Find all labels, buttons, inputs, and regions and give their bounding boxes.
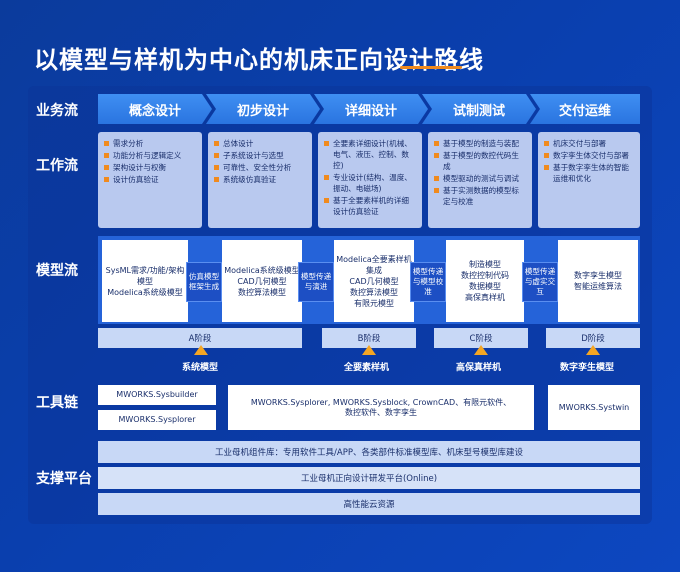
- transition-1: 仿真模型框架生成: [186, 262, 222, 302]
- tool-systwin: MWORKS.Systwin: [548, 385, 640, 430]
- work-box-delivery: 机床交付与部署 数字孪生体交付与部署 基于数字孪生体的智能运维和优化: [538, 132, 640, 228]
- model-box-concept: SysML需求/功能/架构模型 Modelica系统级模型: [102, 240, 188, 322]
- work-item: 基于模型的数控代码生成: [434, 150, 526, 172]
- work-item: 基于全要素样机的详细设计仿真验证: [324, 195, 416, 217]
- tool-sysplorer: MWORKS.Sysplorer: [98, 410, 216, 430]
- work-item: 全要素详细设计(机械、电气、液压、控制、数控): [324, 138, 416, 171]
- work-item: 可靠性、安全性分析: [214, 162, 306, 173]
- stage-preliminary: 初步设计: [206, 94, 320, 124]
- work-box-concept: 需求分析 功能分析与逻辑定义 架构设计与权衡 设计仿真验证: [98, 132, 202, 228]
- model-item: Modelica全要素样机集成: [336, 254, 412, 275]
- model-item: 数据模型: [469, 282, 501, 291]
- work-item: 设计仿真验证: [104, 174, 196, 185]
- model-item: 数控控制代码: [461, 271, 509, 280]
- stage-bar-c: C阶段: [434, 328, 528, 348]
- row-label-work: 工作流: [36, 158, 78, 174]
- support-cloud-resources: 高性能云资源: [98, 493, 640, 515]
- model-box-preliminary: Modelica系统级模型 CAD几何模型 数控算法模型: [222, 240, 302, 322]
- milestone-system-model: 系统模型: [182, 363, 219, 373]
- model-item: 数控算法模型: [350, 287, 398, 297]
- stage-delivery: 交付运维: [530, 94, 640, 124]
- model-item: CAD几何模型: [349, 276, 399, 286]
- work-item: 子系统设计与选型: [214, 150, 306, 161]
- row-label-model: 模型流: [36, 263, 78, 279]
- row-label-support: 支撑平台: [36, 471, 92, 487]
- model-item: CAD几何模型: [237, 276, 287, 286]
- model-box-trial: 制造模型 数控控制代码 数据模型 高保真样机: [446, 240, 524, 322]
- work-item: 架构设计与权衡: [104, 162, 196, 173]
- transition-4: 模型传递与虚实交互: [522, 262, 558, 302]
- support-component-library: 工业母机组件库：专用软件工具/APP、各类部件标准模型库、机床型号模型库建设: [98, 441, 640, 463]
- milestone-triangle-icon: [474, 345, 488, 355]
- stage-bar-b: B阶段: [322, 328, 416, 348]
- page-title: 以模型与样机为中心的机床正向设计路线: [34, 46, 484, 74]
- work-box-detailed: 全要素详细设计(机械、电气、液压、控制、数控) 专业设计(结构、温度、振动、电磁…: [318, 132, 422, 228]
- work-item: 专业设计(结构、温度、振动、电磁场): [324, 172, 416, 194]
- milestone-triangle-icon: [362, 345, 376, 355]
- row-label-business: 业务流: [36, 103, 78, 119]
- stage-bar-d: D阶段: [546, 328, 640, 348]
- milestone-triangle-icon: [586, 345, 600, 355]
- transition-2: 模型传递与演进: [298, 262, 334, 302]
- stage-trial: 试制测试: [422, 94, 536, 124]
- work-item: 基于数字孪生体的智能运维和优化: [544, 162, 634, 184]
- work-box-preliminary: 总体设计 子系统设计与选型 可靠性、安全性分析 系统级仿真验证: [208, 132, 312, 228]
- work-box-trial: 基于模型的制造与装配 基于模型的数控代码生成 模型驱动的测试与调试 基于实测数据…: [428, 132, 532, 228]
- work-item: 系统级仿真验证: [214, 174, 306, 185]
- stage-detailed: 详细设计: [314, 94, 428, 124]
- support-rnd-platform: 工业母机正向设计研发平台(Online): [98, 467, 640, 489]
- work-item: 需求分析: [104, 138, 196, 149]
- work-item: 数字孪生体交付与部署: [544, 150, 634, 161]
- model-item: 有限元模型: [354, 298, 394, 308]
- model-item: Modelica系统级模型: [224, 265, 300, 275]
- model-item: 数字孪生模型: [574, 271, 622, 280]
- tool-sysbuilder: MWORKS.Sysbuilder: [98, 385, 216, 405]
- stage-concept: 概念设计: [98, 94, 212, 124]
- stage-bar-a: A阶段: [98, 328, 302, 348]
- model-item: SysML需求/功能/架构模型: [105, 265, 185, 286]
- work-item: 功能分析与逻辑定义: [104, 150, 196, 161]
- model-item: 高保真样机: [465, 293, 505, 302]
- work-item: 基于实测数据的模型标定与校准: [434, 185, 526, 207]
- model-item: 制造模型: [469, 260, 501, 269]
- milestone-full-prototype: 全要素样机: [344, 363, 390, 373]
- model-box-detailed: Modelica全要素样机集成 CAD几何模型 数控算法模型 有限元模型: [334, 240, 414, 322]
- milestone-digital-twin: 数字孪生模型: [560, 363, 615, 373]
- model-item: Modelica系统级模型: [107, 287, 183, 297]
- transition-3: 模型传递与模型校准: [410, 262, 446, 302]
- work-item: 模型驱动的测试与调试: [434, 173, 526, 184]
- model-item: 智能运维算法: [574, 282, 622, 291]
- title-underline: [400, 66, 462, 69]
- row-label-tools: 工具链: [36, 395, 78, 411]
- model-box-delivery: 数字孪生模型 智能运维算法: [558, 240, 638, 322]
- tool-center-suite: MWORKS.Sysplorer, MWORKS.Sysblock, Crown…: [228, 385, 534, 430]
- work-item: 基于模型的制造与装配: [434, 138, 526, 149]
- milestone-triangle-icon: [194, 345, 208, 355]
- milestone-high-fidelity: 高保真样机: [456, 363, 502, 373]
- work-item: 总体设计: [214, 138, 306, 149]
- model-item: 数控算法模型: [238, 287, 286, 297]
- work-item: 机床交付与部署: [544, 138, 634, 149]
